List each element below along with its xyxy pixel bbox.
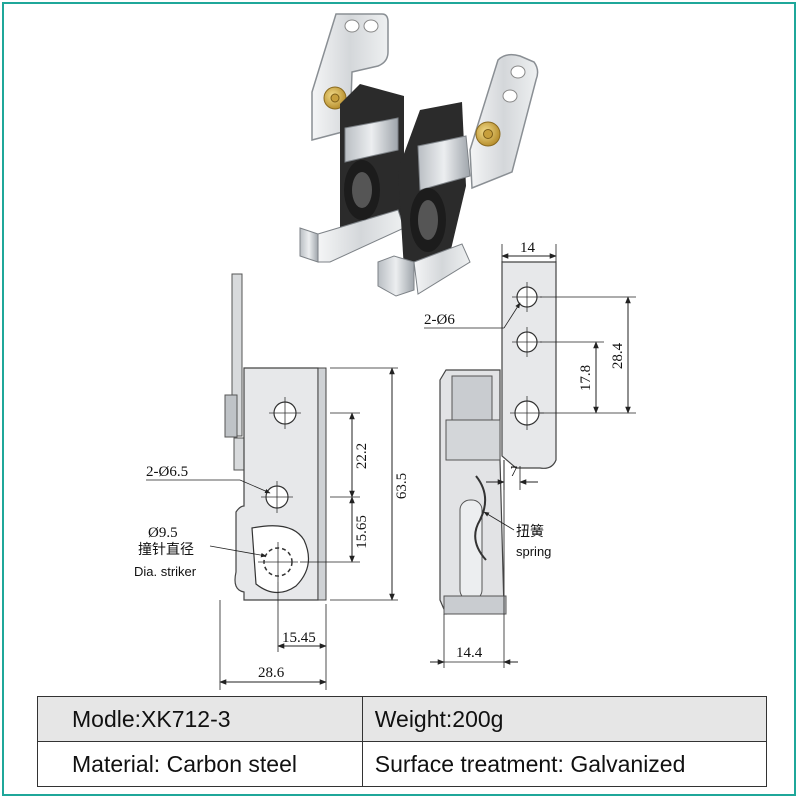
dim-28-4: 28.4 xyxy=(610,342,626,369)
label-striker-en: Dia. striker xyxy=(134,564,197,579)
dim-14: 14 xyxy=(520,240,536,256)
technical-drawing: 22.2 15.65 63.5 2-Ø6.5 Ø9.5 撞针直径 Dia. st… xyxy=(134,13,636,690)
dim-15-65: 15.65 xyxy=(354,515,370,549)
dim-28-6: 28.6 xyxy=(258,665,285,681)
label-striker-dia: Ø9.5 xyxy=(148,525,178,541)
label-holes-mid: 2-Ø6.5 xyxy=(146,464,188,480)
spec-surface: Surface treatment: Galvanized xyxy=(361,741,768,787)
front-view: 22.2 15.65 63.5 2-Ø6.5 Ø9.5 撞针直径 Dia. st… xyxy=(134,273,410,690)
latch-right xyxy=(377,53,539,297)
spec-material: Material: Carbon steel xyxy=(37,741,363,787)
spec-row-1: Modle:XK712-3 Weight:200g xyxy=(37,696,768,742)
label-spring-en: spring xyxy=(516,544,551,559)
dim-14-4: 14.4 xyxy=(456,645,483,661)
dim-7: 7 xyxy=(510,464,518,480)
spec-weight: Weight:200g xyxy=(361,696,768,742)
product-photo xyxy=(299,13,539,297)
dim-15-45: 15.45 xyxy=(282,630,316,646)
spec-row-2: Material: Carbon steel Surface treatment… xyxy=(37,741,768,787)
label-striker-cn: 撞针直径 xyxy=(138,541,194,558)
spec-model: Modle:XK712-3 xyxy=(37,696,363,742)
dim-17-8: 17.8 xyxy=(578,365,594,391)
latch-left xyxy=(299,13,405,263)
dim-63-5: 63.5 xyxy=(394,473,410,499)
label-holes-small: 2-Ø6 xyxy=(424,312,455,328)
label-spring-cn: 扭簧 xyxy=(516,524,544,540)
spec-table: Modle:XK712-3 Weight:200g Material: Carb… xyxy=(37,696,768,787)
dim-22-2: 22.2 xyxy=(354,443,370,469)
side-view: 14 2-Ø6 28.4 17.8 7 扭簧 spring 14.4 xyxy=(424,240,636,668)
